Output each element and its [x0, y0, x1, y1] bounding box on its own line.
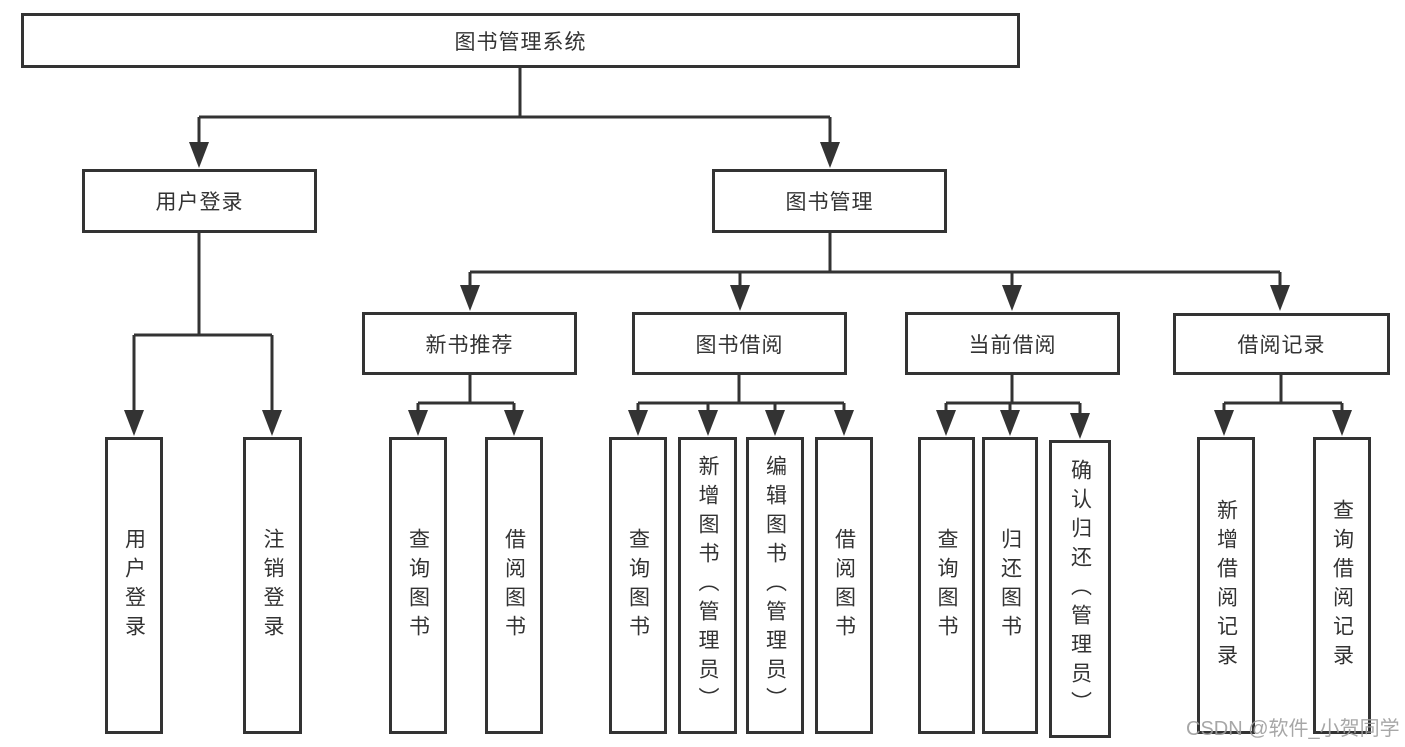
arrow-down-icon: [504, 410, 524, 436]
leaf-borrow-books: 借阅图书: [815, 437, 873, 734]
leaf-query-books: 查询图书: [389, 437, 447, 734]
arrow-down-icon: [1214, 410, 1234, 436]
leaf-edit-books-admin: 编辑图书（管理员）: [746, 437, 804, 734]
connector-new-book-rec-children: [416, 375, 516, 415]
node-book-borrow: 图书借阅: [632, 312, 847, 375]
leaf-return-books: 归还图书: [982, 437, 1038, 734]
node-current-borrow: 当前借阅: [905, 312, 1120, 375]
connector-book-mgmt-children: [468, 233, 1282, 290]
arrow-down-icon: [1070, 413, 1090, 439]
leaf-add-borrow-record: 新增借阅记录: [1197, 437, 1255, 734]
connector-book-borrow-children: [636, 375, 846, 415]
arrow-down-icon: [1002, 285, 1022, 311]
arrow-down-icon: [460, 285, 480, 311]
arrow-down-icon: [262, 410, 282, 436]
node-new-book-recommend: 新书推荐: [362, 312, 577, 375]
arrow-down-icon: [730, 285, 750, 311]
connector-borrow-records-children: [1222, 375, 1344, 415]
arrow-down-icon: [1270, 285, 1290, 311]
leaf-query-borrow-record: 查询借阅记录: [1313, 437, 1371, 734]
csdn-watermark: CSDN @软件_小贺同学: [1186, 718, 1400, 740]
arrow-down-icon: [189, 142, 209, 168]
leaf-confirm-return-admin: 确认归还（管理员）: [1049, 440, 1111, 738]
arrow-down-icon: [1332, 410, 1352, 436]
arrow-down-icon: [1000, 410, 1020, 436]
leaf-query-books: 查询图书: [609, 437, 667, 734]
leaf-logout: 注销登录: [243, 437, 302, 734]
leaf-borrow-books: 借阅图书: [485, 437, 543, 734]
leaf-add-books-admin: 新增图书（管理员）: [678, 437, 737, 734]
arrow-down-icon: [124, 410, 144, 436]
arrow-down-icon: [834, 410, 854, 436]
arrow-down-icon: [698, 410, 718, 436]
arrowheads: [124, 142, 1352, 439]
connector-current-borrow-children: [944, 375, 1082, 418]
node-book-management: 图书管理: [712, 169, 947, 233]
connector-paths: [132, 68, 1344, 418]
node-borrow-records: 借阅记录: [1173, 313, 1390, 375]
arrow-down-icon: [408, 410, 428, 436]
connector-user-login-children: [132, 233, 274, 415]
leaf-user-login: 用户登录: [105, 437, 163, 734]
arrow-down-icon: [820, 142, 840, 168]
arrow-down-icon: [936, 410, 956, 436]
leaf-query-books: 查询图书: [918, 437, 975, 734]
node-library-system: 图书管理系统: [21, 13, 1020, 68]
node-user-login: 用户登录: [82, 169, 317, 233]
arrow-down-icon: [628, 410, 648, 436]
connector-root-to-level2: [197, 68, 832, 147]
arrow-down-icon: [765, 410, 785, 436]
